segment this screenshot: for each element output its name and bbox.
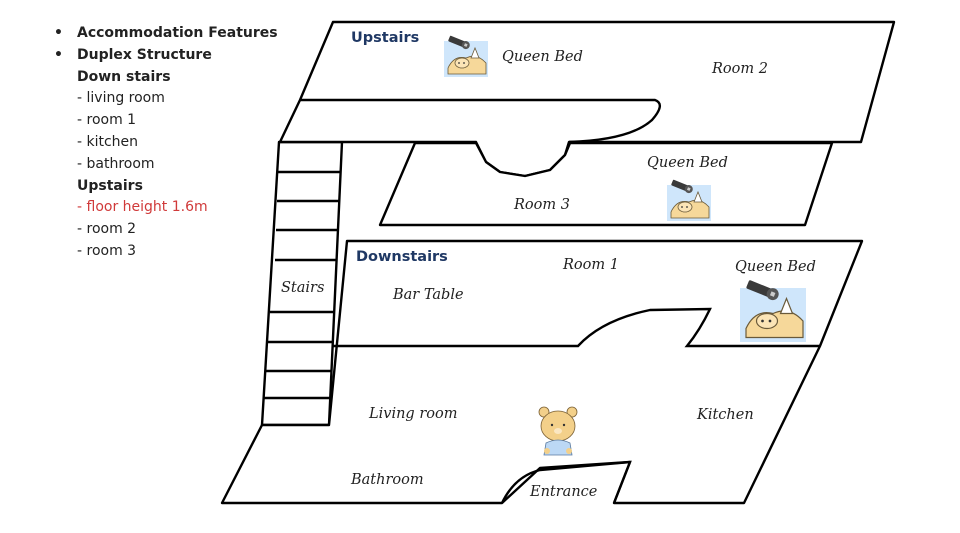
legend-item: - living room <box>77 90 165 107</box>
downstairs-title: Downstairs <box>356 249 448 265</box>
living-room-label: Living room <box>368 406 457 422</box>
downstairs-partition <box>332 307 820 348</box>
room-2-label: Room 2 <box>711 61 768 77</box>
legend-bullet-features: •Accommodation Features <box>54 25 278 41</box>
queen-bed-label: Queen Bed <box>735 259 816 275</box>
room-1-label: Room 1 <box>562 257 619 273</box>
features-legend: •Accommodation Features •Duplex Structur… <box>54 23 278 263</box>
legend-item: - kitchen <box>77 133 139 150</box>
kitchen-label: Kitchen <box>696 407 754 423</box>
stairs-label: Stairs <box>281 280 324 296</box>
bathroom-label: Bathroom <box>350 472 424 488</box>
entrance-label: Entrance <box>529 484 597 500</box>
stairs <box>260 140 344 427</box>
bear-mascot-icon <box>538 406 578 456</box>
legend-floor-height: - floor height 1.6m <box>77 199 208 216</box>
bar-table-label: Bar Table <box>392 287 464 303</box>
legend-item: - bathroom <box>77 155 155 172</box>
legend-item: - room 2 <box>77 221 137 238</box>
legend-downstairs-heading: Down stairs <box>77 68 171 85</box>
legend-item: - room 3 <box>77 242 137 259</box>
entrance-arc <box>500 460 632 504</box>
room-3-label: Room 3 <box>513 197 570 213</box>
room-3 <box>378 141 834 227</box>
legend-upstairs-heading: Upstairs <box>77 177 143 194</box>
queen-bed-label: Queen Bed <box>647 155 728 171</box>
upstairs-door-arc <box>300 98 661 144</box>
upstairs-title: Upstairs <box>351 30 419 46</box>
queen-bed-label: Queen Bed <box>502 49 583 65</box>
legend-item: - room 1 <box>77 112 137 129</box>
legend-bullet-duplex: •Duplex Structure <box>54 46 212 63</box>
